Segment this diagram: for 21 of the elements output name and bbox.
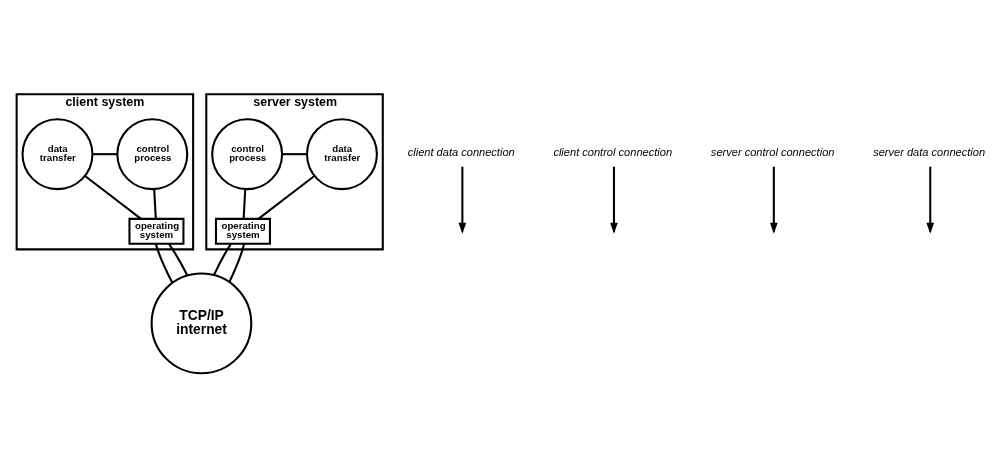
connector [212, 243, 232, 276]
node-text: client data connection [407, 146, 515, 159]
connector [92, 153, 118, 156]
connector [257, 175, 315, 220]
node-text: server data connection [873, 146, 986, 159]
node-circle: control process [116, 118, 189, 191]
node-box: operating system [128, 217, 185, 245]
node-circle: data transfer [21, 118, 94, 191]
node-circle: data transfer [305, 118, 378, 191]
node-text: server control connection [710, 146, 835, 159]
connector [168, 243, 189, 276]
connector [154, 243, 174, 284]
node-circle: control process [211, 118, 284, 191]
connector [228, 243, 246, 283]
connector [84, 175, 142, 220]
connector [153, 189, 157, 219]
connector [282, 153, 307, 156]
node-box: operating system [214, 217, 271, 245]
node-circle: TCP/IP internet [150, 272, 253, 375]
connector [242, 189, 247, 219]
node-text: client control connection [553, 146, 673, 159]
